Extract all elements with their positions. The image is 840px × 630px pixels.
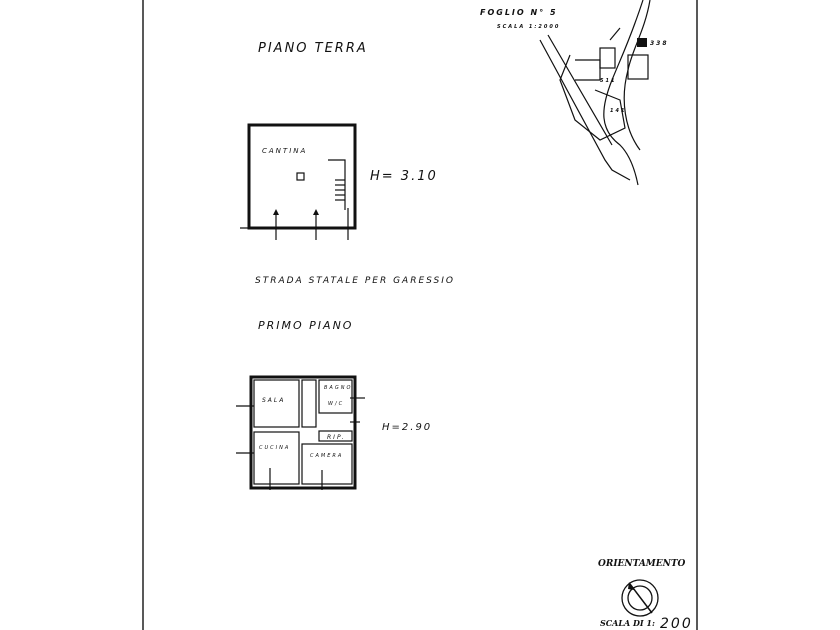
- room-cucina: CUCINA: [259, 445, 290, 451]
- parcel-338: 338: [650, 40, 669, 47]
- room-wc: W/C: [328, 401, 344, 407]
- first-floor-title: PRIMO PIANO: [258, 319, 353, 332]
- room-camera: CAMERA: [310, 453, 343, 459]
- compass-icon: [621, 579, 659, 617]
- road-label: STRADA STATALE PER GARESSIO: [255, 276, 455, 286]
- parcel-511: 511: [600, 78, 616, 84]
- first-floor-plan: SALA BAGNO W/C RIP. CUCINA CAMERA: [236, 375, 365, 490]
- room-sala: SALA: [262, 397, 285, 404]
- ground-floor-height: H= 3.10: [370, 169, 438, 184]
- site-map: FOGLIO N° 5 SCALA 1:2000 338 511 141: [480, 0, 669, 186]
- map-scale: SCALA 1:2000: [497, 24, 560, 30]
- sheet-number: FOGLIO N° 5: [480, 8, 558, 17]
- ground-floor-title: PIANO TERRA: [258, 41, 368, 56]
- room-ripostiglio: RIP.: [327, 434, 346, 441]
- room-cantina: CANTINA: [262, 147, 307, 155]
- ground-floor-plan: CANTINA: [240, 123, 357, 240]
- first-floor-height: H=2.90: [382, 422, 432, 433]
- scale-value: 200: [660, 616, 693, 630]
- room-bagno: BAGNO: [324, 385, 352, 391]
- orientation-label: ORIENTAMENTO: [598, 559, 686, 569]
- parcel-141: 141: [610, 108, 626, 114]
- scale-label: SCALA DI 1:: [600, 618, 655, 628]
